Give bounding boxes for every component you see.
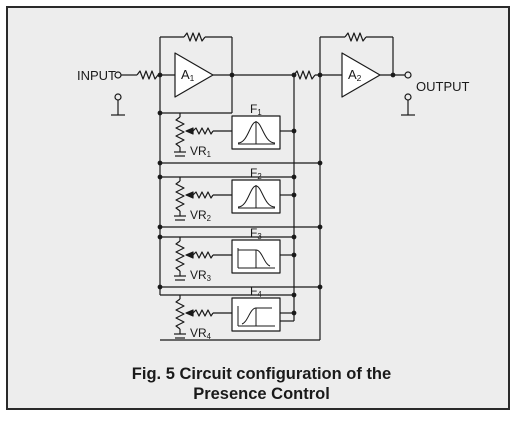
caption-line-1: Fig. 5 Circuit configuration of the [131,365,392,383]
potentiometer-vr3-label: VR3 [190,268,212,283]
filter-f4-label: F4 [250,284,262,299]
filter-f2-label: F2 [250,166,262,181]
input-label: INPUT [77,68,116,83]
vr1-resistor [175,116,185,148]
vr4-resistor [175,298,185,330]
figure-caption: Fig. 5 Circuit configuration of the Pres… [0,364,523,404]
amplifier-a2 [341,52,381,98]
middle-resistor [293,70,316,80]
filter-f3-label: F3 [250,226,262,241]
potentiometer-vr2-label: VR2 [190,208,212,223]
low-pass-icon [237,248,275,269]
input-resistor [136,70,159,80]
a2-feedback-resistor [344,32,367,42]
output-ground-terminal [404,93,412,101]
potentiometer-vr4-label: VR4 [190,326,212,341]
high-pass-icon [237,306,275,327]
amplifier-a1-label: A1 [181,67,195,83]
amplifier-a1 [174,52,214,98]
amplifier-a2-label: A2 [348,67,362,83]
peak-icon [237,185,276,209]
vr3-resistor [175,240,185,272]
vr2-resistor [175,180,185,212]
input-ground-terminal [114,93,122,101]
a1-feedback-resistor [183,32,206,42]
filter-f1-label: F1 [250,102,262,117]
output-terminal [404,71,412,79]
caption-line-2: Presence Control [193,385,330,403]
potentiometer-vr1-label: VR1 [190,144,212,159]
output-label: OUTPUT [416,79,470,94]
peak-icon [237,121,276,145]
